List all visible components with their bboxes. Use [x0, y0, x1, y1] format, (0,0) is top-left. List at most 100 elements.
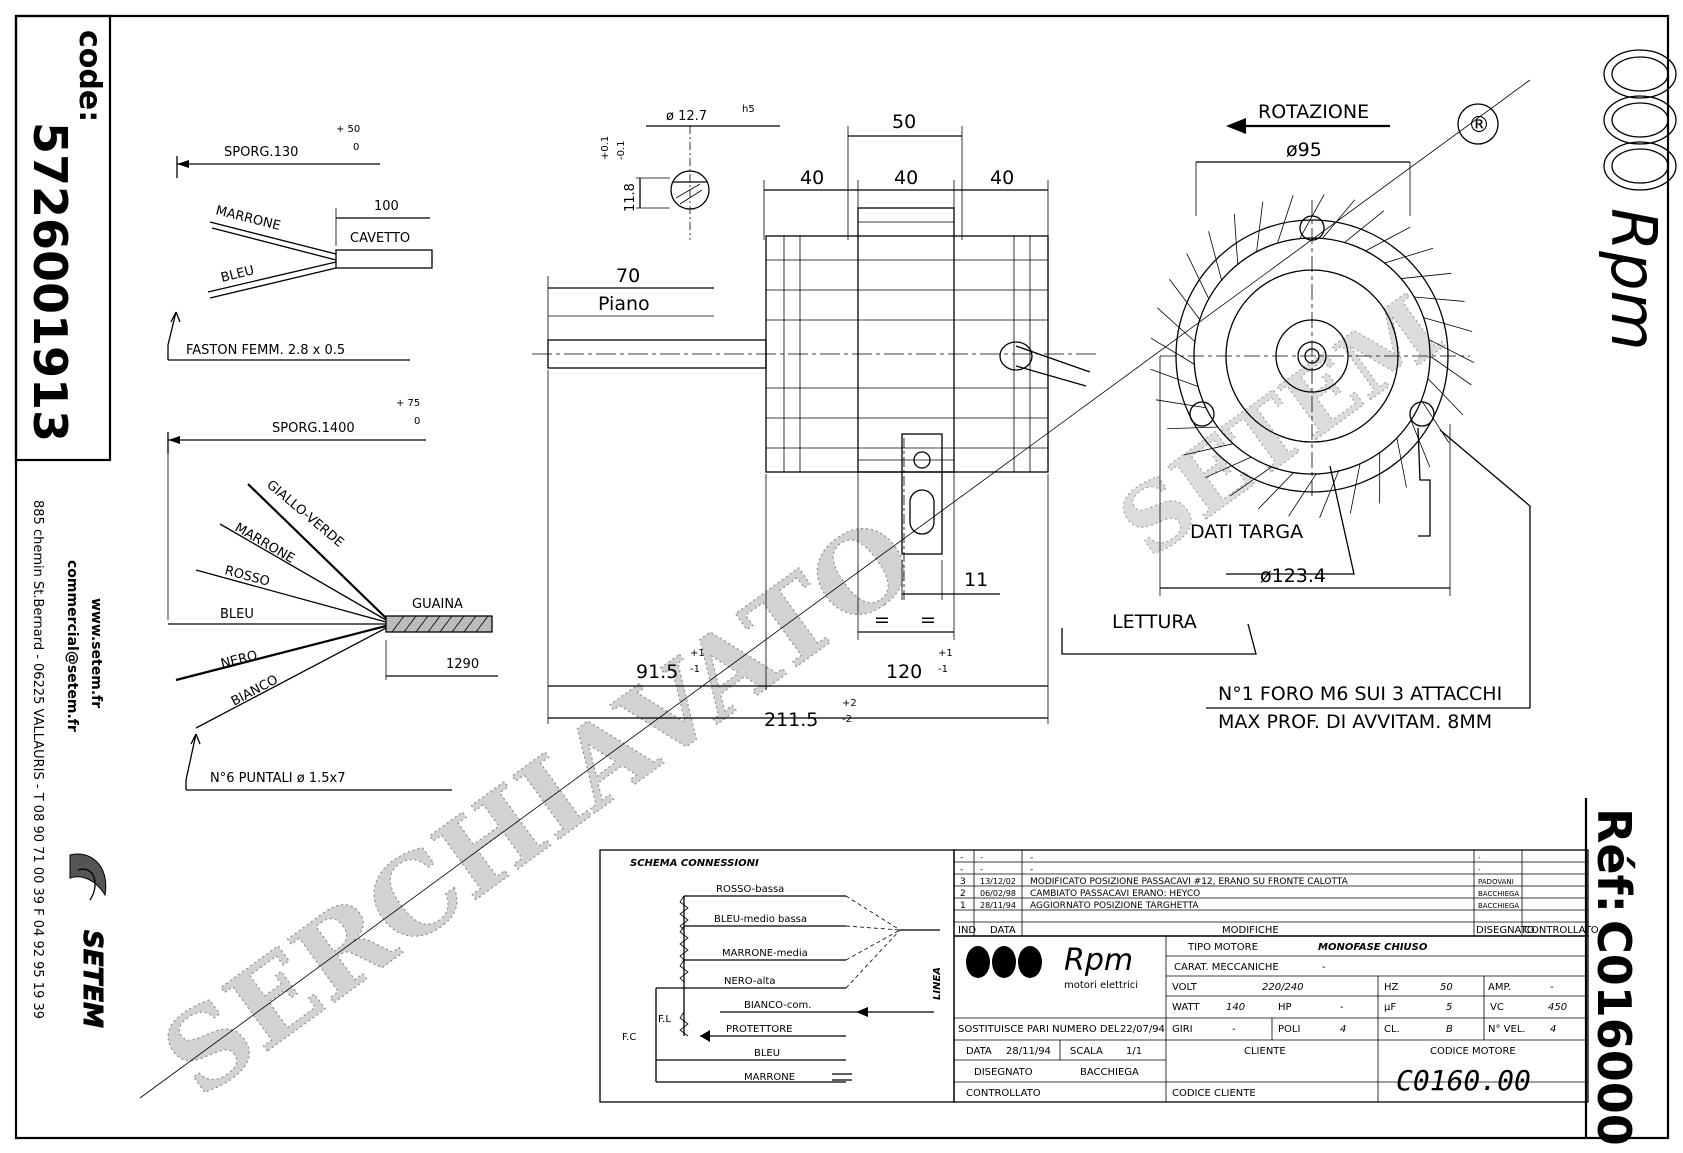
svg-text:CLIENTE: CLIENTE	[1244, 1046, 1286, 1057]
cooling-fin	[1321, 199, 1356, 239]
cooling-fin	[1183, 443, 1234, 456]
svg-text:40: 40	[800, 167, 824, 189]
svg-text:211.5: 211.5	[764, 709, 818, 731]
svg-text:4: 4	[1340, 1024, 1346, 1035]
svg-text:CODICE MOTORE: CODICE MOTORE	[1430, 1046, 1516, 1057]
revision-by: BACCHIEGA	[1478, 902, 1519, 910]
revision-n: -	[960, 853, 963, 863]
svg-text:B: B	[1446, 1024, 1453, 1035]
svg-text:50: 50	[1440, 982, 1453, 993]
cooling-fin	[1401, 272, 1452, 279]
revision-date: -	[980, 853, 983, 862]
svg-text:IND: IND	[958, 925, 976, 936]
svg-text:-: -	[1322, 962, 1326, 973]
svg-text:SOSTITUISCE PARI NUMERO DEL: SOSTITUISCE PARI NUMERO DEL	[958, 1024, 1120, 1035]
watermark-text: SERCHIAVATO	[141, 495, 937, 1121]
revision-n: -	[960, 865, 963, 875]
shaft-section: ø 12.7 h5 11.8 +0.1 -0.1	[600, 104, 780, 240]
svg-text:MODIFICHE: MODIFICHE	[1222, 925, 1279, 936]
code-label: code:	[72, 30, 107, 122]
sporg-top: SPORG.130	[224, 145, 298, 160]
svg-text:µF: µF	[1384, 1002, 1396, 1013]
svg-text:N°6 PUNTALI ø 1.5x7: N°6 PUNTALI ø 1.5x7	[210, 771, 345, 786]
revision-text: CAMBIATO PASSACAVI ERANO: HEYCO	[1030, 889, 1200, 899]
setem-logo: SETEM	[69, 853, 108, 1028]
svg-text:+0.1: +0.1	[600, 136, 611, 160]
cooling-fin	[1277, 194, 1294, 244]
revision-text: -	[1030, 853, 1033, 863]
svg-text:CONTROLLATO: CONTROLLATO	[1524, 925, 1599, 936]
rpm-brand: Rpm	[1597, 208, 1670, 351]
revision-by: PADOVANI	[1478, 878, 1514, 886]
svg-text:ROSSO-bassa: ROSSO-bassa	[716, 884, 784, 895]
cooling-fin	[1428, 339, 1475, 363]
svg-text:28/11/94: 28/11/94	[1006, 1046, 1051, 1057]
svg-text:-: -	[1550, 982, 1554, 993]
svg-text:70: 70	[616, 265, 640, 287]
cooling-fin	[1396, 437, 1407, 488]
svg-text:4: 4	[1550, 1024, 1556, 1035]
drawing-frame	[14, 14, 1670, 1140]
revision-n: 2	[960, 889, 966, 899]
cooling-fin	[1349, 463, 1361, 514]
revision-n: 3	[960, 877, 966, 887]
svg-text:CONTROLLATO: CONTROLLATO	[966, 1088, 1041, 1099]
code-panel: code: 5726001913 www.setem.fr commercial…	[14, 14, 112, 1028]
svg-text:SCALA: SCALA	[1070, 1046, 1103, 1057]
cooling-fin	[1256, 201, 1264, 252]
svg-text:BLEU: BLEU	[754, 1048, 780, 1059]
revision-by: -	[1478, 866, 1481, 874]
svg-text:MONOFASE CHIUSO: MONOFASE CHIUSO	[1318, 942, 1428, 953]
svg-text:DISEGNATO: DISEGNATO	[1476, 925, 1535, 936]
motor-side-view: 50 40 40 40 70 Piano	[532, 111, 1100, 731]
svg-text:-1: -1	[690, 664, 700, 675]
connection-schema: SCHEMA CONNESSIONI ROSSO-bassa BLEU-medi…	[599, 849, 955, 1103]
svg-text:VC: VC	[1490, 1002, 1504, 1013]
rpm-small-brand: Rpm	[1064, 943, 1133, 978]
title-block: Rpm motori elettrici TIPO MOTORE MONOFAS…	[953, 935, 1589, 1103]
svg-text:CARAT. MECCANICHE: CARAT. MECCANICHE	[1174, 962, 1279, 973]
svg-text:WATT: WATT	[1172, 1002, 1200, 1013]
svg-text:ø123.4: ø123.4	[1260, 565, 1326, 587]
svg-text:-0.1: -0.1	[616, 140, 627, 160]
svg-text:ø95: ø95	[1286, 139, 1322, 161]
company-email: commercial@setem.fr	[64, 560, 80, 732]
cable-bottom-detail: SPORG.1400 + 75 0 GIALLO-VERDE MARRONE R…	[167, 398, 498, 791]
svg-text:-2: -2	[842, 714, 852, 725]
svg-text:+ 50: + 50	[336, 124, 360, 135]
svg-text:-1: -1	[938, 664, 948, 675]
rpm-logo-rings	[1603, 49, 1677, 191]
svg-text:VOLT: VOLT	[1172, 982, 1198, 993]
svg-text:POLI: POLI	[1278, 1024, 1300, 1035]
svg-text:HP: HP	[1278, 1002, 1292, 1013]
svg-text:11: 11	[964, 569, 988, 591]
svg-text:®: ®	[1468, 113, 1490, 138]
svg-text:1290: 1290	[446, 657, 479, 672]
schema-title: SCHEMA CONNESSIONI	[630, 858, 759, 869]
svg-text:+1: +1	[690, 648, 705, 659]
revision-by: BACCHIEGA	[1478, 890, 1519, 898]
svg-text:SPORG.1400: SPORG.1400	[272, 421, 355, 436]
company-website: www.setem.fr	[88, 598, 104, 708]
fin-lines	[1150, 194, 1475, 518]
svg-text:=: =	[920, 609, 936, 631]
svg-text:N°1 FORO M6 SUI 3 ATTACCHI: N°1 FORO M6 SUI 3 ATTACCHI	[1218, 683, 1502, 705]
svg-text:LINEA: LINEA	[932, 967, 943, 1000]
rpm-small-logo: Rpm motori elettrici	[966, 943, 1138, 991]
motor-code: C0160.00	[1396, 1064, 1531, 1097]
svg-text:MARRONE: MARRONE	[744, 1072, 795, 1083]
svg-text:11.8: 11.8	[623, 183, 638, 212]
revision-text: MODIFICATO POSIZIONE PASSACAVI #12, ERAN…	[1030, 877, 1349, 887]
motor-front-view: ROTAZIONE ø95 ø123.4 DATI TARGA	[1061, 101, 1531, 733]
svg-text:140: 140	[1226, 1002, 1245, 1013]
registered-mark	[1457, 103, 1499, 145]
svg-text:PROTETTORE: PROTETTORE	[726, 1024, 792, 1035]
svg-text:0: 0	[414, 416, 420, 427]
revision-date: 28/11/94	[980, 901, 1016, 910]
cooling-fin	[1344, 210, 1385, 243]
cooling-fin	[1365, 226, 1411, 252]
cooling-fin	[1150, 368, 1199, 387]
cooling-fin	[1429, 355, 1472, 386]
svg-text:+1: +1	[938, 648, 953, 659]
cooling-fin	[1169, 278, 1201, 320]
